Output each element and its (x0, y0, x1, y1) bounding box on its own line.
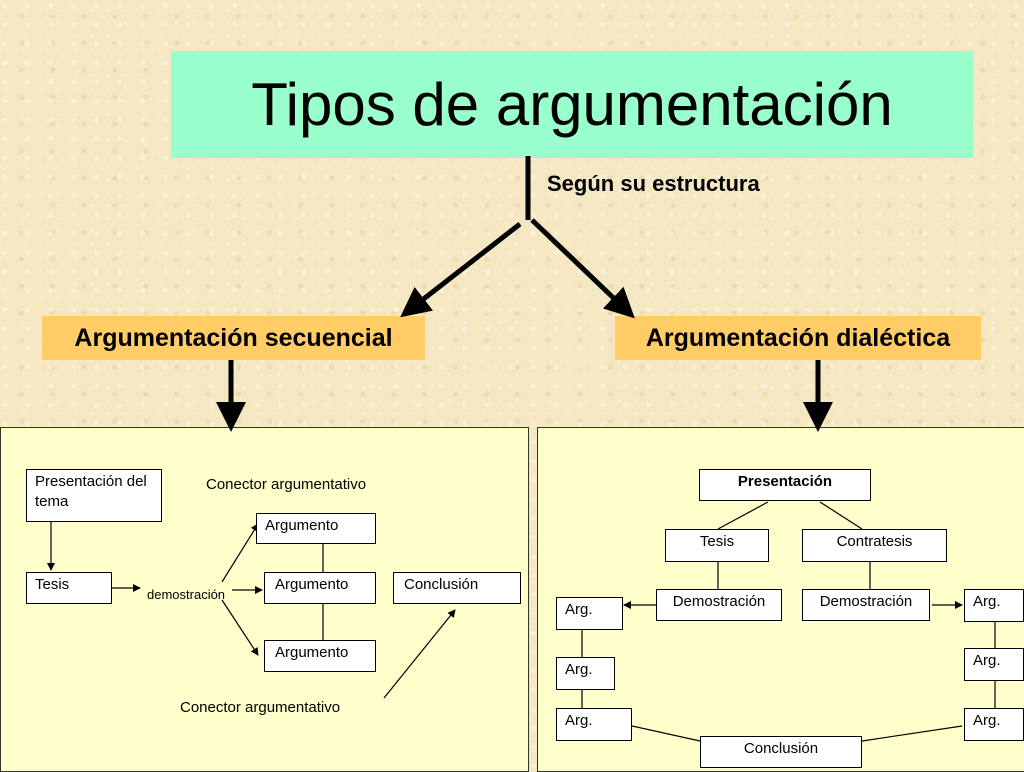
dia-arg-left-2: Arg. (556, 657, 615, 690)
slide-title: Tipos de argumentación (171, 51, 973, 158)
arrow-to-dialectic (530, 218, 635, 319)
dia-arg-left-1: Arg. (556, 597, 623, 630)
seq-thesis-node: Tesis (26, 572, 112, 604)
dia-presentation-node: Presentación (699, 469, 871, 501)
seq-argument-bottom-node: Argumento (264, 640, 376, 672)
seq-argument-middle-node: Argumento (264, 572, 376, 604)
dia-arg-left-3: Arg. (556, 708, 632, 741)
dia-arg-right-3: Arg. (964, 708, 1024, 741)
dia-arg-right-2: Arg. (964, 648, 1024, 681)
seq-presentation-node: Presentación del tema (26, 469, 162, 522)
arrow-to-sequential (400, 222, 522, 318)
dia-conclusion-node: Conclusión (700, 736, 862, 768)
seq-connector-bottom-label: Conector argumentativo (180, 699, 341, 716)
category-dialectic: Argumentación dialéctica (615, 316, 981, 360)
dia-thesis-node: Tesis (665, 529, 769, 562)
seq-demonstration-label: demostración (147, 587, 226, 602)
category-sequential: Argumentación secuencial (42, 316, 425, 360)
seq-conclusion-node: Conclusión (393, 572, 521, 604)
dia-demonstration-left-node: Demostración (656, 589, 782, 621)
dia-antithesis-node: Contratesis (802, 529, 947, 562)
seq-argument-top-node: Argumento (256, 513, 376, 544)
structure-label: Según su estructura (547, 171, 760, 196)
dia-demonstration-right-node: Demostración (802, 589, 930, 621)
dia-arg-right-1: Arg. (964, 589, 1024, 622)
seq-connector-top-label: Conector argumentativo (206, 476, 367, 493)
